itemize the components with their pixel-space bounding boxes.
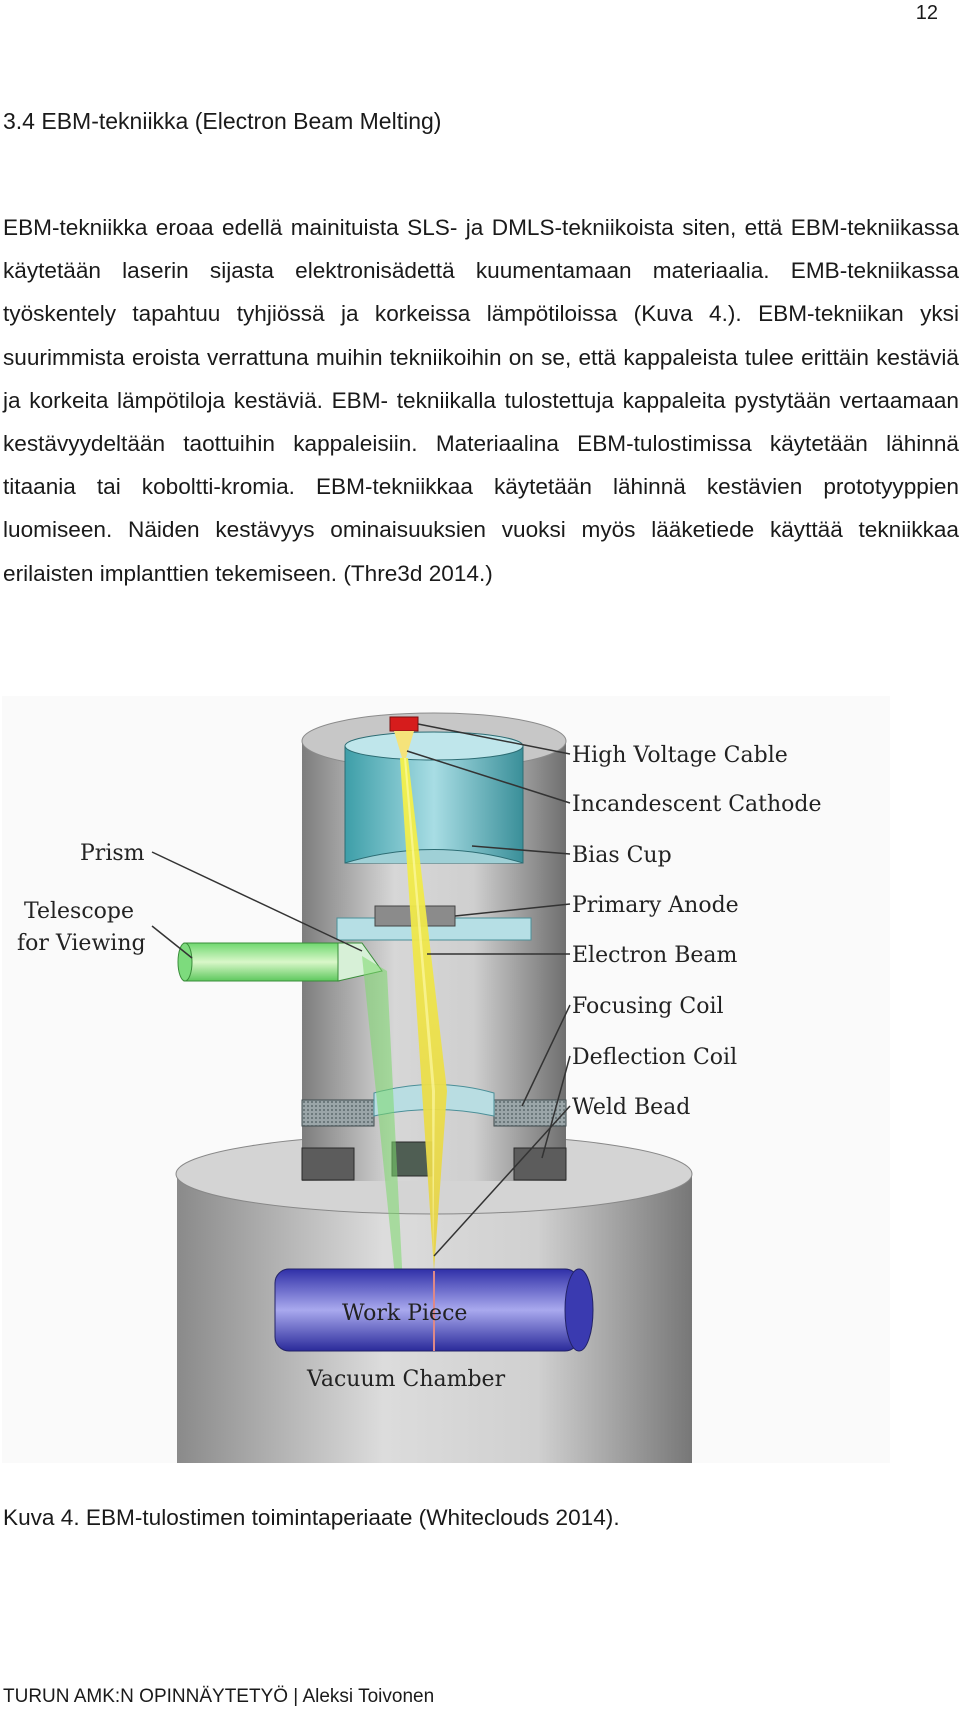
label-telescope-line1: Telescope [24, 899, 134, 924]
label-deflection-coil: Deflection Coil [572, 1045, 737, 1070]
figure-caption: Kuva 4. EBM-tulostimen toimintaperiaate … [3, 1505, 620, 1530]
ebm-diagram: High Voltage Cable Incandescent Cathode … [2, 696, 890, 1463]
deflection-coil-shape [301, 1147, 355, 1181]
label-bias-cup: Bias Cup [572, 843, 672, 868]
electron-beam-shape [400, 758, 447, 1271]
section-heading: 3.4 EBM-tekniikka (Electron Beam Melting… [3, 108, 442, 134]
label-prism: Prism [80, 841, 145, 866]
telescope-shape [183, 942, 340, 982]
cathode-housing [344, 745, 524, 864]
label-electron-beam: Electron Beam [572, 943, 738, 968]
label-primary-anode: Primary Anode [572, 893, 739, 918]
label-focusing-coil: Focusing Coil [572, 994, 724, 1019]
label-high-voltage-cable: High Voltage Cable [572, 743, 788, 768]
label-vacuum-chamber: Vacuum Chamber [306, 1367, 506, 1392]
focusing-coil-shape [301, 1099, 375, 1127]
page-footer: TURUN AMK:N OPINNÄYTETYÖ | Aleksi Toivon… [3, 1686, 435, 1707]
label-telescope-line2: for Viewing [17, 931, 146, 956]
high-voltage-cable-shape [389, 716, 419, 732]
label-weld-bead: Weld Bead [572, 1095, 690, 1120]
body-paragraph: EBM-tekniikka eroaa edellä mainituista S… [3, 215, 959, 586]
label-work-piece: Work Piece [342, 1301, 467, 1326]
page-number: 12 [915, 2, 938, 24]
label-incandescent-cathode: Incandescent Cathode [572, 792, 822, 817]
